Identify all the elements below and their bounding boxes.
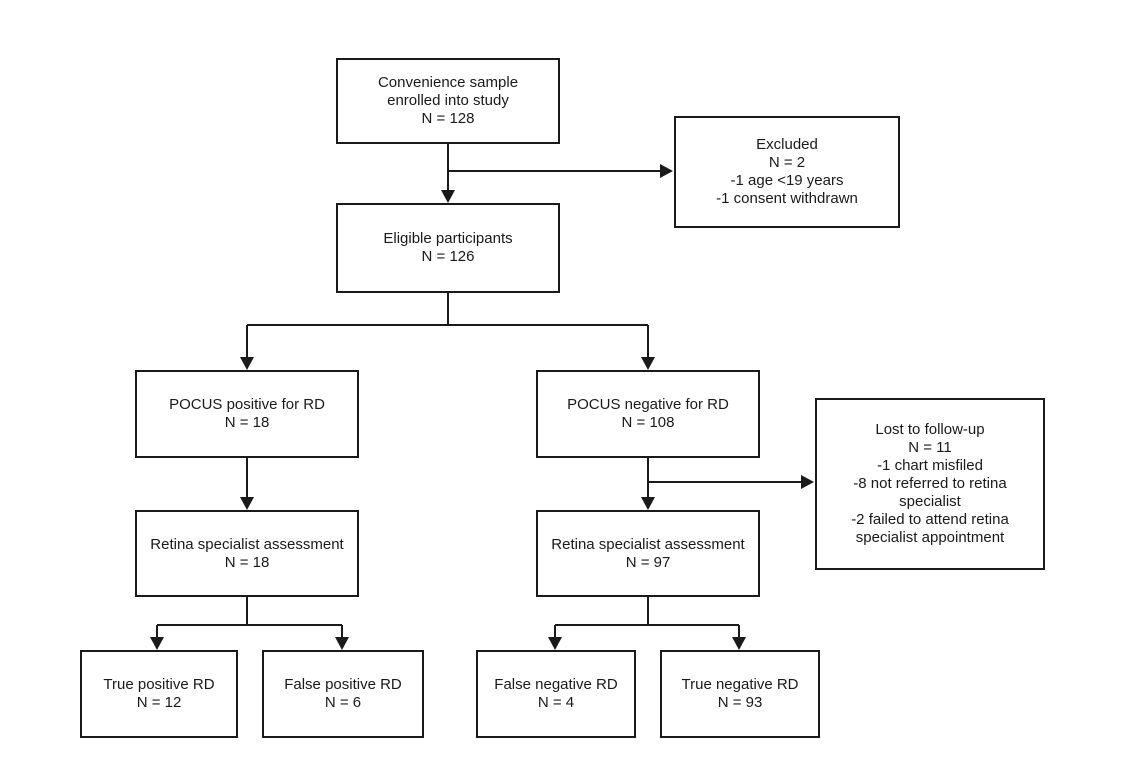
excluded-reason: -1 age <19 years xyxy=(730,172,844,189)
false-positive-box: False positive RD N = 6 xyxy=(262,650,424,738)
true-positive-box: True positive RD N = 12 xyxy=(80,650,238,738)
enrolled-label-line-2: enrolled into study xyxy=(387,92,509,109)
eligible-count: N = 126 xyxy=(421,248,475,265)
true-negative-label: True negative RD xyxy=(681,676,799,693)
retina-assessment-positive-box: Retina specialist assessment N = 18 xyxy=(135,510,359,597)
pocus-negative-count: N = 108 xyxy=(621,414,675,431)
pocus-positive-label: POCUS positive for RD xyxy=(169,396,325,413)
lost-reason: -1 chart misfiled xyxy=(877,457,983,474)
retina-negative-count: N = 97 xyxy=(625,553,671,571)
pocus-positive-count: N = 18 xyxy=(224,414,270,431)
false-negative-count: N = 4 xyxy=(537,694,575,711)
lost-count: N = 11 xyxy=(908,439,952,456)
arrowhead-retina-positive xyxy=(240,497,254,510)
eligible-label: Eligible participants xyxy=(383,230,513,247)
true-negative-count: N = 93 xyxy=(717,694,763,711)
arrowhead-retina-negative xyxy=(641,497,655,510)
excluded-count: N = 2 xyxy=(768,154,806,171)
lost-label: Lost to follow-up xyxy=(875,421,985,438)
arrowhead-false-negative xyxy=(548,637,562,650)
lost-reason: specialist appointment xyxy=(855,529,1005,546)
arrowhead-false-positive xyxy=(335,637,349,650)
true-negative-box: True negative RD N = 93 xyxy=(660,650,820,738)
excluded-box: Excluded N = 2 -1 age <19 years -1 conse… xyxy=(674,116,900,228)
eligible-box: Eligible participants N = 126 xyxy=(336,203,560,293)
retina-assessment-negative-box: Retina specialist assessment N = 97 xyxy=(536,510,760,597)
arrowhead-true-negative xyxy=(732,637,746,650)
arrowhead-excluded xyxy=(660,164,673,178)
enrolled-label-line-1: Convenience sample xyxy=(377,74,519,91)
lost-reason: -8 not referred to retina xyxy=(853,475,1007,492)
retina-positive-label: Retina specialist assessment xyxy=(150,535,344,553)
arrowhead-eligible xyxy=(441,190,455,203)
retina-negative-label: Retina specialist assessment xyxy=(551,535,745,553)
pocus-negative-box: POCUS negative for RD N = 108 xyxy=(536,370,760,458)
false-positive-label: False positive RD xyxy=(284,676,402,693)
excluded-reason: -1 consent withdrawn xyxy=(716,190,858,207)
arrowhead-pocus-positive xyxy=(240,357,254,370)
lost-to-followup-box: Lost to follow-up N = 11 -1 chart misfil… xyxy=(815,398,1045,570)
arrowhead-lost xyxy=(801,475,814,489)
enrolled-box: Convenience sample enrolled into study N… xyxy=(336,58,560,144)
enrolled-count: N = 128 xyxy=(421,110,475,127)
true-positive-label: True positive RD xyxy=(103,676,215,693)
lost-reason: specialist xyxy=(899,493,961,510)
false-negative-box: False negative RD N = 4 xyxy=(476,650,636,738)
false-negative-label: False negative RD xyxy=(494,676,618,693)
retina-positive-count: N = 18 xyxy=(224,553,270,571)
pocus-negative-label: POCUS negative for RD xyxy=(567,396,729,413)
excluded-label: Excluded xyxy=(756,136,818,153)
arrowhead-true-positive xyxy=(150,637,164,650)
true-positive-count: N = 12 xyxy=(136,694,182,711)
lost-reason: -2 failed to attend retina xyxy=(851,511,1009,528)
pocus-positive-box: POCUS positive for RD N = 18 xyxy=(135,370,359,458)
arrowhead-pocus-negative xyxy=(641,357,655,370)
false-positive-count: N = 6 xyxy=(324,694,362,711)
